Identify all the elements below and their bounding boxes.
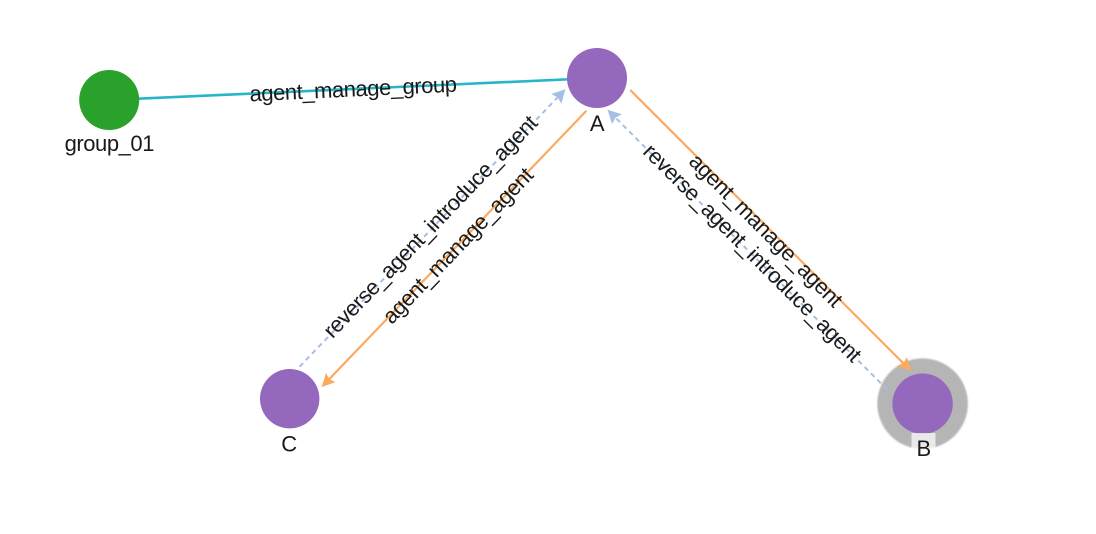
svg-text:A: A [590, 111, 605, 136]
svg-text:group_01: group_01 [65, 131, 155, 156]
svg-text:B: B [916, 436, 930, 461]
svg-text:agent_manage_group: agent_manage_group [249, 72, 457, 107]
svg-text:agent_manage_agent: agent_manage_agent [684, 148, 848, 312]
svg-text:C: C [281, 432, 297, 457]
svg-text:reverse_agent_introduce_agent: reverse_agent_introduce_agent [638, 139, 866, 367]
svg-text:reverse_agent_introduce_agent: reverse_agent_introduce_agent [318, 110, 542, 342]
